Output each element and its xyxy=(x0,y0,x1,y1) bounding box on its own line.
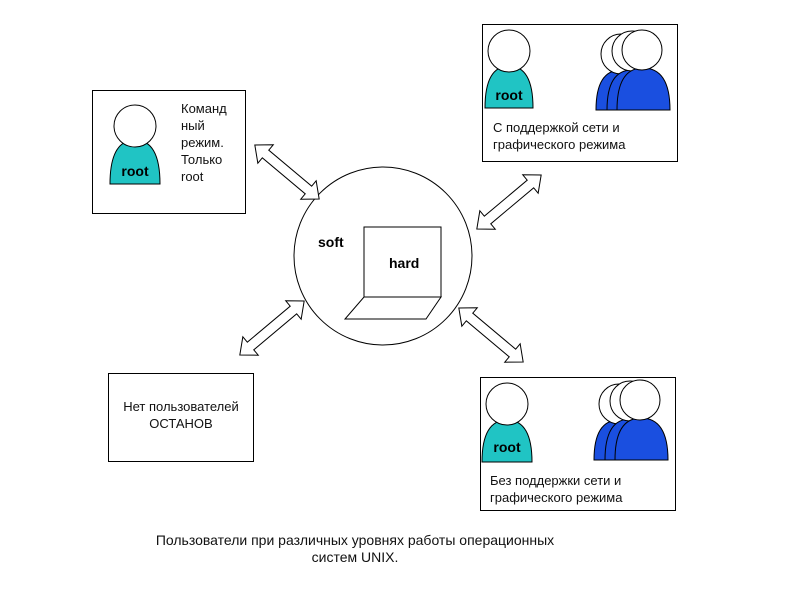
laptop-icon xyxy=(343,226,442,320)
root-user-icon xyxy=(481,382,533,463)
hard-label: hard xyxy=(389,255,419,271)
network-gui-text: С поддержкой сети и графического режима xyxy=(493,120,626,152)
root-label: root xyxy=(495,87,523,103)
root-user-icon xyxy=(109,104,161,185)
soft-label: soft xyxy=(318,234,344,250)
arrow-command-mode xyxy=(246,135,328,209)
diagram-caption: Пользователи при различных уровнях работ… xyxy=(155,532,555,565)
users-group-icon xyxy=(593,379,669,461)
command-mode-text: Команд ный режим. Только root xyxy=(181,101,227,184)
users-group-icon xyxy=(595,29,671,111)
arrow-network-gui xyxy=(468,165,550,239)
root-user-icon xyxy=(484,29,534,109)
root-label: root xyxy=(493,439,521,455)
arrow-no-network xyxy=(450,298,532,372)
no-network-text: Без поддержки сети и графического режима xyxy=(490,473,623,505)
no-users-text: Нет пользователей ОСТАНОВ xyxy=(123,399,239,431)
node-no-users xyxy=(108,373,254,462)
arrow-no-users xyxy=(231,291,313,365)
root-label: root xyxy=(121,163,149,179)
